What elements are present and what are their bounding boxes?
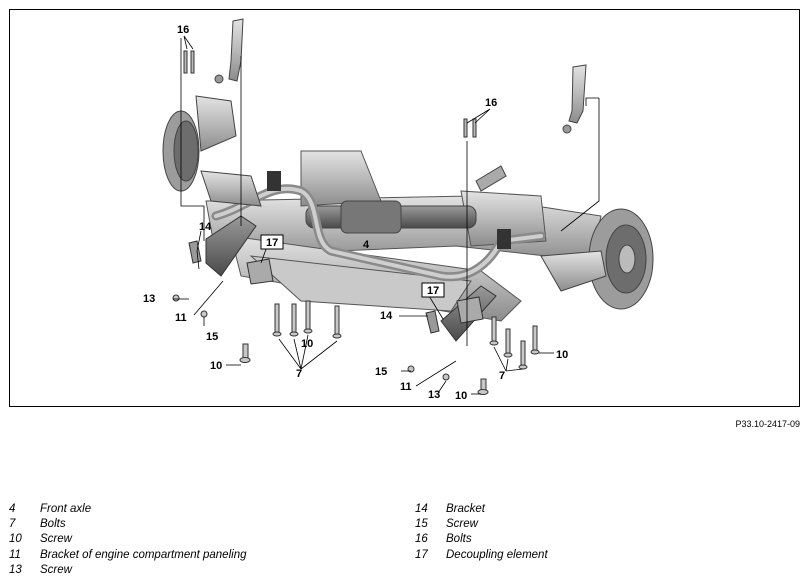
callout-label: 15 <box>206 331 218 343</box>
screws <box>172 294 489 395</box>
legend-item: 4 Front axle <box>9 502 246 517</box>
callout-label: 16 <box>177 24 189 36</box>
callout-label: 11 <box>175 312 187 324</box>
legend-item: 14 Bracket <box>415 502 548 517</box>
legend-item: 17 Decoupling element <box>415 548 548 563</box>
coupling-links <box>214 18 587 134</box>
bolts-7 <box>272 300 540 370</box>
right-brake-disc <box>540 208 654 310</box>
callout-label: 4 <box>363 239 370 251</box>
legend-item: 10 Screw <box>9 532 246 547</box>
callout-label: 14 <box>199 221 212 233</box>
callout-label: 17 <box>266 237 278 249</box>
legend-column-right: 14 Bracket 15 Screw 16 Bolts 17 Decoupling e… <box>415 502 548 563</box>
legend-number: 13 <box>9 563 22 576</box>
steering-gear <box>305 165 507 234</box>
bolts-16 <box>183 50 477 138</box>
legend-label: Bolts <box>446 533 472 546</box>
callout-label: 7 <box>499 370 505 382</box>
callout-label: 15 <box>375 366 387 378</box>
legend-number: 15 <box>415 518 428 531</box>
legend-item: 11 Bracket of engine compartment paneling <box>9 548 246 563</box>
legend-number: 4 <box>9 503 16 515</box>
legend-label: Bracket <box>446 503 485 515</box>
callout-label: 17 <box>427 285 439 297</box>
callout-label: 16 <box>485 97 497 109</box>
legend-item: 7 Bolts <box>9 517 246 532</box>
stabilizer-bar <box>211 171 546 282</box>
legend-label: Bracket of engine compartment paneling <box>40 548 247 561</box>
callout-labels: 16 16 14 17 4 17 14 13 11 15 10 7 10 15 … <box>143 24 568 402</box>
legend-item: 15 Screw <box>415 517 548 532</box>
legend-label: Screw <box>446 518 478 531</box>
callout-label: 10 <box>210 360 222 372</box>
legend-number: 11 <box>9 548 21 561</box>
callout-label: 11 <box>400 381 412 393</box>
legend-label: Screw <box>40 563 72 576</box>
left-brake-disc <box>162 95 262 207</box>
callout-label: 13 <box>143 293 155 305</box>
callout-label: 10 <box>455 390 467 402</box>
figure-reference: P33.10-2417-09 <box>735 419 800 429</box>
callout-label: 10 <box>556 349 568 361</box>
legend-number: 7 <box>9 518 16 531</box>
legend-label: Bolts <box>40 518 66 531</box>
legend-number: 14 <box>415 503 428 515</box>
legend-item: 16 Bolts <box>415 532 548 547</box>
legend-item: 13 Screw <box>9 563 246 578</box>
exploded-view-diagram: 16 16 14 17 4 17 14 13 11 15 10 7 10 15 … <box>9 9 800 407</box>
legend-label: Decoupling element <box>446 548 548 561</box>
legend-number: 10 <box>9 533 22 546</box>
callout-label: 10 <box>301 338 313 350</box>
callout-label: 7 <box>296 368 302 380</box>
callout-label: 13 <box>428 389 440 401</box>
legend-label: Front axle <box>40 503 92 515</box>
legend-number: 16 <box>415 533 428 546</box>
decoupling-elements <box>246 258 484 324</box>
legend-label: Screw <box>40 533 72 546</box>
legend-number: 17 <box>415 548 428 561</box>
front-axle-illustration: 16 16 14 17 4 17 14 13 11 15 10 7 10 15 … <box>143 18 654 402</box>
callout-label: 14 <box>380 310 393 322</box>
